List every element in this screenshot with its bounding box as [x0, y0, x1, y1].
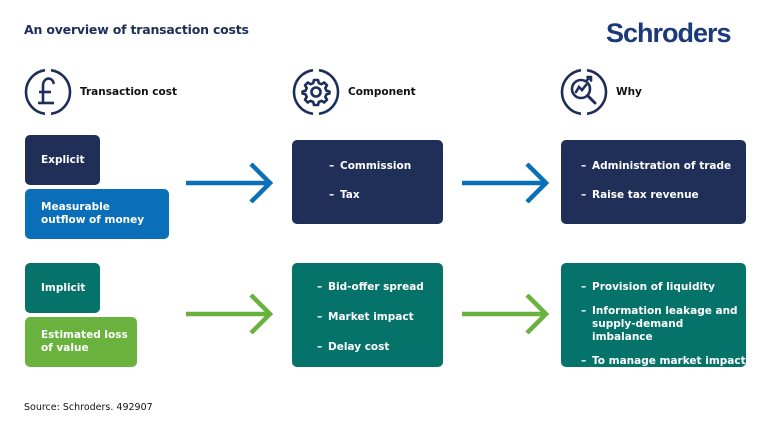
estimated-loss-box: Estimated loss of value — [25, 317, 137, 367]
reason-item: –Provision of liquidity — [581, 281, 715, 293]
implicit-reasons-box: –Provision of liquidity –Information lea… — [561, 263, 746, 367]
explicit-description: Measurable outflow of money — [41, 201, 145, 226]
pound-sterling-icon — [24, 68, 72, 116]
column-header-transaction-cost: Transaction cost — [80, 86, 177, 98]
component-item: –Commission — [329, 160, 412, 172]
implicit-box: Implicit — [25, 263, 100, 313]
column-header-why: Why — [616, 86, 642, 98]
arrow-right-icon — [462, 294, 550, 334]
component-item: –Market impact — [317, 311, 414, 323]
explicit-label: Explicit — [41, 153, 85, 166]
reason-item: –To manage market impact — [581, 355, 746, 367]
page-title: An overview of transaction costs — [24, 22, 249, 37]
reason-item: –Information leakage and supply-demand i… — [581, 305, 738, 343]
explicit-reasons-box: –Administration of trade –Raise tax reve… — [561, 140, 746, 224]
arrow-right-icon — [186, 294, 274, 334]
source-note: Source: Schroders. 492907 — [24, 402, 153, 413]
explicit-components-box: –Commission –Tax — [292, 140, 443, 224]
component-item: –Tax — [329, 189, 360, 201]
column-header-component: Component — [348, 86, 416, 98]
measurable-outflow-box: Measurable outflow of money — [25, 189, 169, 239]
gear-icon — [292, 68, 340, 116]
component-item: –Delay cost — [317, 341, 390, 353]
reason-item: –Raise tax revenue — [581, 189, 699, 201]
implicit-description: Estimated loss of value — [41, 329, 128, 354]
implicit-label: Implicit — [41, 281, 86, 294]
arrow-right-icon — [462, 163, 550, 203]
magnifier-chart-icon — [560, 68, 608, 116]
schroders-logo: Schroders — [606, 18, 732, 48]
component-item: –Bid-offer spread — [317, 281, 424, 293]
reason-item: –Administration of trade — [581, 160, 732, 172]
arrow-right-icon — [186, 163, 274, 203]
explicit-box: Explicit — [25, 135, 100, 185]
implicit-components-box: –Bid-offer spread –Market impact –Delay … — [292, 263, 443, 367]
